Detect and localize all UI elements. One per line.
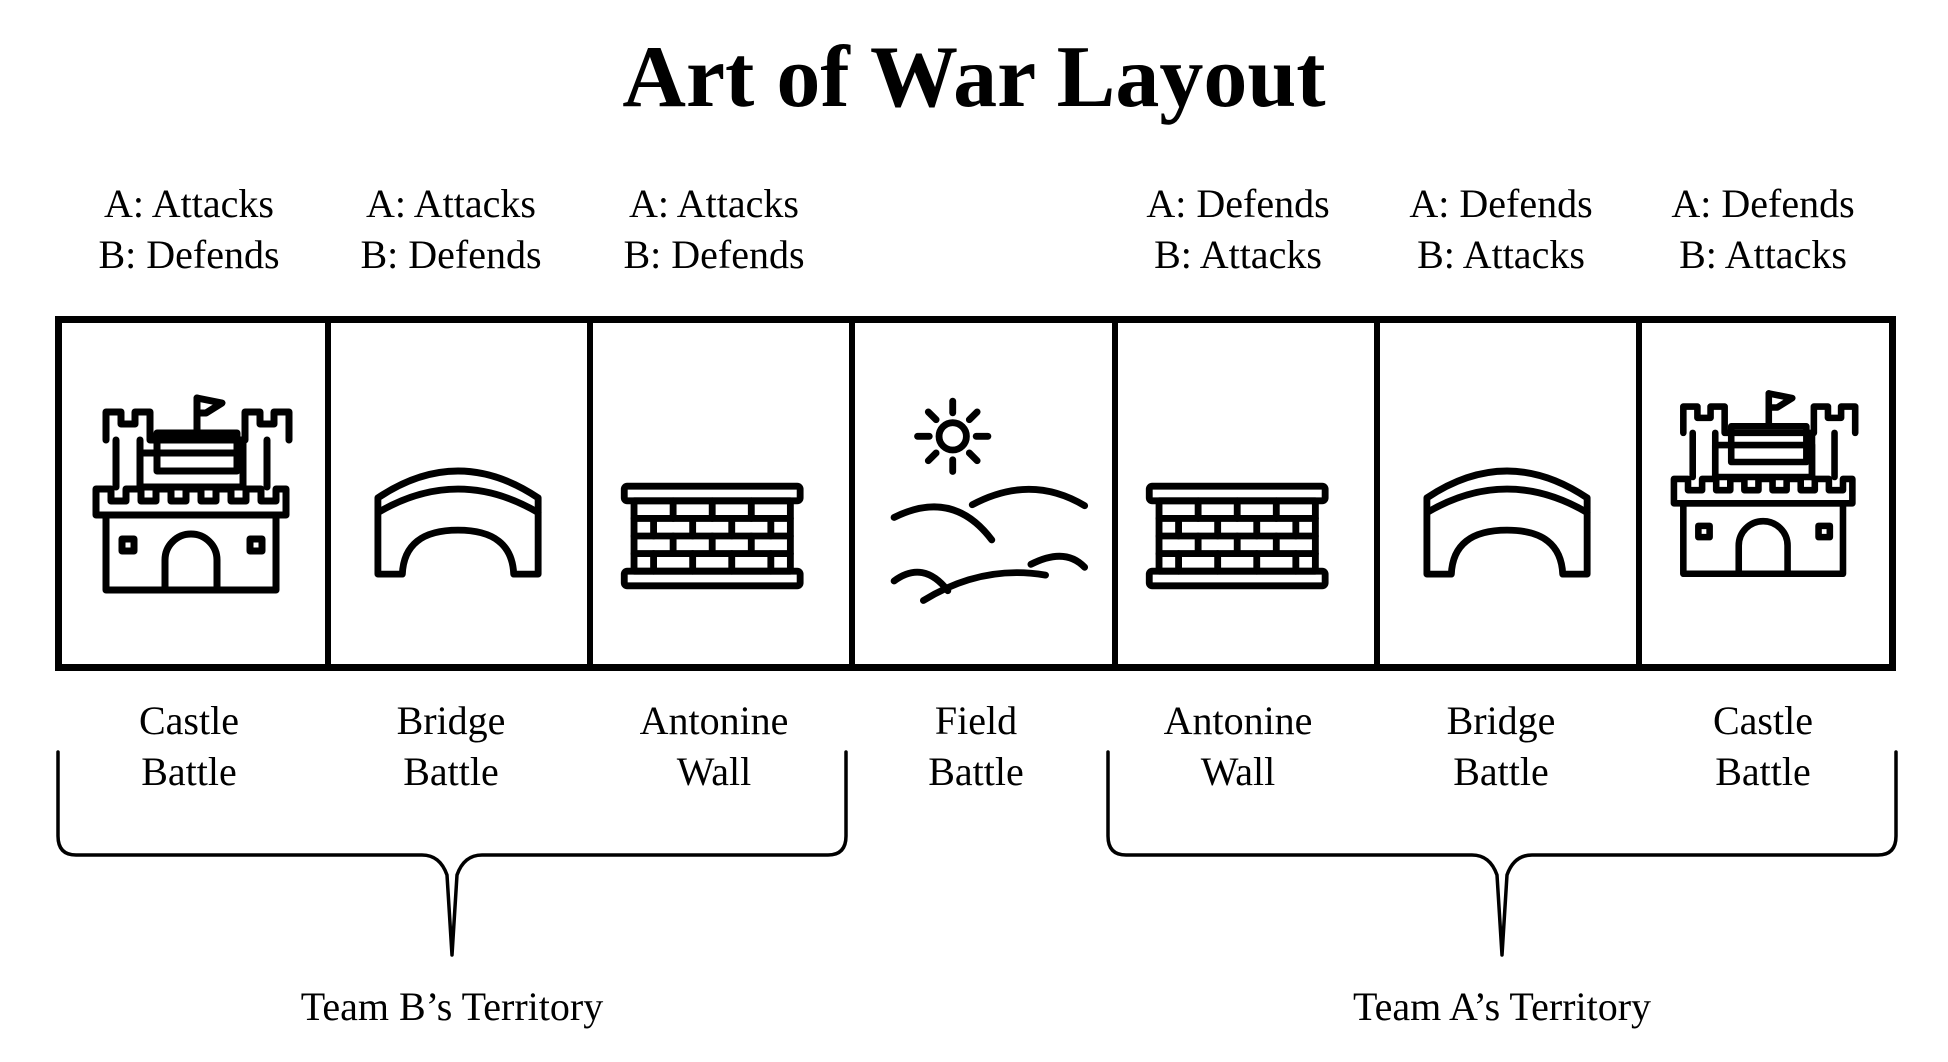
name-line: Battle [1453, 749, 1549, 794]
name-castle-left: Castle Battle [58, 695, 320, 797]
roles-wall-right: A: Defends B: Attacks [1107, 178, 1369, 280]
team-a-territory-label: Team A’s Territory [1352, 984, 1652, 1029]
role-b-text: B: Attacks [1154, 232, 1322, 277]
name-line: Field [934, 698, 1018, 743]
name-line: Battle [403, 749, 499, 794]
name-wall-left: Antonine Wall [583, 695, 845, 797]
cell-castle-left [62, 323, 325, 664]
name-field: Field Battle [845, 695, 1107, 797]
castle-icon [92, 394, 293, 594]
cell-field [849, 323, 1112, 664]
role-b-text: B: Attacks [1417, 232, 1585, 277]
castle-icon [1670, 390, 1859, 578]
name-wall-right: Antonine Wall [1107, 695, 1369, 797]
brick-wall-icon [620, 482, 804, 590]
role-b-text: B: Defends [623, 232, 805, 277]
name-line: Battle [928, 749, 1024, 794]
name-line: Bridge [396, 698, 506, 743]
name-line: Battle [141, 749, 237, 794]
brick-wall-icon [1145, 482, 1329, 590]
name-castle-right: Castle Battle [1632, 695, 1894, 797]
role-a-text: A: Attacks [366, 181, 536, 226]
role-a-text: A: Attacks [104, 181, 274, 226]
role-b-text: B: Defends [360, 232, 542, 277]
roles-wall-left: A: Attacks B: Defends [583, 178, 845, 280]
name-line: Battle [1715, 749, 1811, 794]
team-b-territory-label: Team B’s Territory [300, 984, 604, 1029]
name-line: Antonine [639, 698, 789, 743]
page-title: Art of War Layout [622, 29, 1326, 126]
role-a-text: A: Defends [1671, 181, 1855, 226]
role-a-text: A: Defends [1146, 181, 1330, 226]
name-line: Wall [676, 749, 752, 794]
battlefield-strip [55, 316, 1896, 671]
cell-wall-left [587, 323, 849, 664]
role-b-text: B: Attacks [1679, 232, 1847, 277]
name-line: Antonine [1163, 698, 1313, 743]
roles-bridge-left: A: Attacks B: Defends [320, 178, 582, 280]
cell-bridge-left [325, 323, 587, 664]
cell-castle-right [1636, 323, 1889, 664]
name-line: Wall [1200, 749, 1276, 794]
name-line: Bridge [1446, 698, 1556, 743]
role-a-text: A: Defends [1409, 181, 1593, 226]
name-bridge-left: Bridge Battle [320, 695, 582, 797]
cell-wall-right [1112, 323, 1374, 664]
bridge-icon [1423, 467, 1591, 578]
bridge-icon [374, 467, 542, 578]
roles-castle-right: A: Defends B: Attacks [1632, 178, 1894, 280]
field-sun-hills-icon [890, 397, 1089, 604]
roles-castle-left: A: Attacks B: Defends [58, 178, 320, 280]
cell-bridge-right [1374, 323, 1636, 664]
name-bridge-right: Bridge Battle [1370, 695, 1632, 797]
role-b-text: B: Defends [98, 232, 280, 277]
role-a-text: A: Attacks [629, 181, 799, 226]
name-line: Castle [139, 698, 239, 743]
roles-bridge-right: A: Defends B: Attacks [1370, 178, 1632, 280]
name-line: Castle [1713, 698, 1813, 743]
